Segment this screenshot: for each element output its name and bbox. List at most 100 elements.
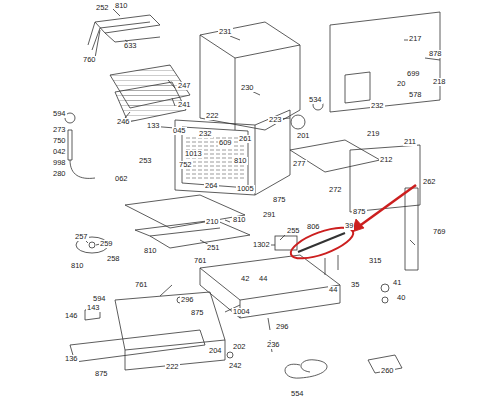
outer-wrapper <box>200 22 300 130</box>
callout-number: 296 <box>275 323 290 331</box>
callout-number: 219 <box>366 130 381 138</box>
callout-number: 262 <box>422 178 437 186</box>
bar-part <box>298 233 345 252</box>
callout-number: 1302 <box>252 241 271 249</box>
back-cover <box>345 72 370 103</box>
callout-number: 258 <box>106 255 121 263</box>
callout-number: 273 <box>52 126 67 134</box>
callout-number: 1013 <box>184 150 203 158</box>
callout-number: 810 <box>114 2 129 10</box>
callout-number: 230 <box>240 84 255 92</box>
callout-number: 750 <box>52 137 67 145</box>
callout-number: 578 <box>408 91 423 99</box>
callout-number: 218 <box>432 78 447 86</box>
callout-number: 136 <box>64 355 79 363</box>
callout-number: 41 <box>392 279 402 287</box>
callout-number: 062 <box>114 175 129 183</box>
callout-number: 232 <box>198 130 213 138</box>
callout-number: 241 <box>177 101 192 109</box>
callout-number: 810 <box>143 247 158 255</box>
callout-number: 878 <box>428 50 443 58</box>
callout-number: 133 <box>146 122 161 130</box>
callout-number: 202 <box>232 343 247 351</box>
callout-number: 20 <box>396 80 406 88</box>
callout-number: 594 <box>52 110 67 118</box>
cavity-side <box>255 110 290 195</box>
bottom-panel <box>290 140 380 172</box>
broil-element <box>95 15 160 42</box>
callout-number: 260 <box>380 367 395 375</box>
callout-number: 810 <box>232 216 247 224</box>
callout-number: 42 <box>240 275 250 283</box>
callout-number: 760 <box>82 56 97 64</box>
oven-rack <box>115 82 186 122</box>
callout-number: 247 <box>177 82 192 90</box>
callout-number: 257 <box>74 233 89 241</box>
callout-number: 296 <box>180 296 195 304</box>
callout-number: 272 <box>328 186 343 194</box>
callout-number: 277 <box>292 160 307 168</box>
brackets <box>325 255 338 275</box>
callout-number: 810 <box>233 157 248 165</box>
callout-number: 291 <box>262 211 277 219</box>
callout-number: 280 <box>52 170 67 178</box>
callout-number: 045 <box>172 127 187 135</box>
callout-number: 242 <box>228 362 243 370</box>
callout-number: 231 <box>218 28 233 36</box>
callout-number: 210 <box>205 218 220 226</box>
highlight-arrow <box>358 185 416 227</box>
callout-number: 232 <box>370 102 385 110</box>
hub <box>89 242 95 248</box>
roller <box>227 352 233 358</box>
callout-number: 211 <box>403 138 417 146</box>
callout-number: 255 <box>286 227 301 235</box>
callout-number: 261 <box>238 135 253 143</box>
callout-number: 609 <box>218 139 233 147</box>
callout-number: 236 <box>266 341 281 349</box>
callout-number: 315 <box>368 257 383 265</box>
callout-number: 143 <box>86 304 101 312</box>
element-terminal <box>88 22 100 50</box>
callout-number: 264 <box>204 182 219 190</box>
callout-number: 810 <box>70 262 85 270</box>
drawer-front <box>70 330 205 362</box>
callout-number: 40 <box>396 294 406 302</box>
callout-number: 769 <box>432 228 447 236</box>
bracket <box>405 188 418 270</box>
callout-number: 1004 <box>232 308 251 316</box>
callout-number: 752 <box>178 161 193 169</box>
callout-number: 875 <box>352 208 367 216</box>
callout-number: 252 <box>95 4 110 12</box>
knob <box>381 284 389 292</box>
callout-number: 222 <box>205 112 220 120</box>
bake-element <box>135 220 250 248</box>
power-cord <box>285 360 327 378</box>
callout-number: 042 <box>52 148 67 156</box>
callout-number: 212 <box>379 156 394 164</box>
bake-cover <box>125 195 245 228</box>
callout-number: 806 <box>306 223 321 231</box>
callout-number: 44 <box>258 275 268 283</box>
sensor-probe <box>68 130 95 178</box>
leader-line <box>85 9 440 312</box>
callout-number: 251 <box>206 244 221 252</box>
back-panel <box>330 12 440 112</box>
callout-number: 1005 <box>236 185 255 193</box>
callout-number: 39 <box>344 222 354 230</box>
callout-number: 146 <box>64 312 79 320</box>
callout-number: 204 <box>208 347 223 355</box>
callout-number: 201 <box>296 132 311 140</box>
callout-number: 223 <box>268 116 283 124</box>
callout-number: 761 <box>134 281 149 289</box>
callout-number: 699 <box>406 70 421 78</box>
callout-number: 35 <box>350 281 360 289</box>
base-frame <box>200 255 340 318</box>
callout-number: 246 <box>116 118 131 126</box>
callout-number: 875 <box>94 370 109 378</box>
callout-number: 217 <box>408 35 423 43</box>
fan-motor <box>291 115 305 129</box>
callout-number: 594 <box>92 295 107 303</box>
callout-number: 998 <box>52 159 67 167</box>
